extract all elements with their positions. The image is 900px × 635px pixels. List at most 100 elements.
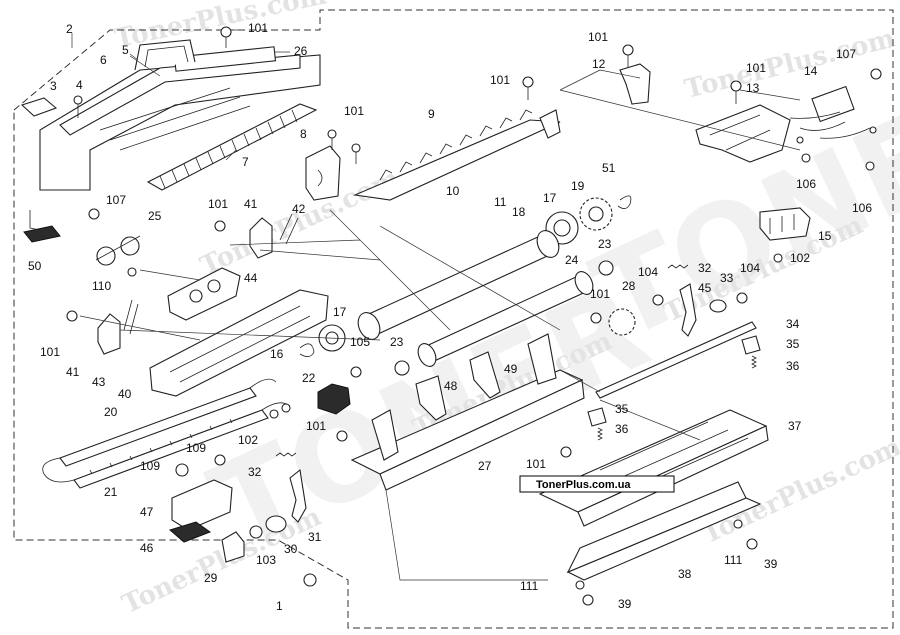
callout-101-f: 101 — [208, 197, 228, 211]
callout-46: 46 — [140, 541, 154, 555]
callout-3: 3 — [50, 79, 57, 93]
callout-106-b: 106 — [852, 201, 872, 215]
part-36-spring-top — [751, 355, 757, 369]
part-48 — [415, 375, 447, 421]
callout-111-a: 111 — [520, 579, 539, 593]
callout-24: 24 — [565, 253, 579, 267]
callout-102-b: 102 — [238, 433, 258, 447]
part-51-clip — [617, 195, 632, 209]
callout-21: 21 — [104, 485, 118, 499]
callout-51: 51 — [602, 161, 616, 175]
part-43-wire — [123, 299, 139, 335]
part-3 — [20, 97, 58, 117]
callout-107-a: 107 — [836, 47, 856, 61]
watermark-brand-5: TonerPlus.com — [118, 502, 326, 620]
part-34-roller — [595, 321, 757, 399]
part-14-connector — [789, 85, 877, 144]
callout-16: 16 — [270, 347, 284, 361]
watermark-brand-7: TonerPlus.com — [196, 163, 404, 281]
callout-44: 44 — [244, 271, 258, 285]
callout-106-a: 106 — [796, 177, 816, 191]
part-103 — [249, 525, 263, 539]
callout-13: 13 — [746, 81, 760, 95]
part-9-rail — [352, 109, 561, 201]
assembly-boundary-frame — [13, 9, 894, 629]
callout-101-d: 101 — [588, 30, 608, 44]
callout-50: 50 — [28, 259, 42, 273]
callout-45: 45 — [698, 281, 712, 295]
part-29 — [221, 531, 245, 563]
callout-36-b: 36 — [615, 422, 629, 436]
callout-27: 27 — [478, 459, 492, 473]
callout-32-a: 32 — [698, 261, 712, 275]
part-42-wire — [279, 213, 299, 245]
part-41-top — [249, 217, 273, 259]
callout-25: 25 — [148, 209, 162, 223]
callout-17-a: 17 — [543, 191, 557, 205]
callout-101-j: 101 — [526, 457, 546, 471]
callout-104-a: 104 — [638, 265, 658, 279]
callout-labels: 2 3 4 5 6 101 26 7 8 101 9 101 101 12 10… — [28, 21, 872, 613]
callout-19: 19 — [571, 179, 585, 193]
callout-29: 29 — [204, 571, 218, 585]
part-23-bearing-top — [598, 260, 614, 276]
callout-35-b: 35 — [615, 402, 629, 416]
callout-35-a: 35 — [786, 337, 800, 351]
callout-20: 20 — [104, 405, 118, 419]
callout-101-i: 101 — [306, 419, 326, 433]
callout-103: 103 — [256, 553, 276, 567]
callout-48: 48 — [444, 379, 458, 393]
callout-109-b: 109 — [140, 459, 160, 473]
part-41-bottom — [97, 313, 121, 355]
callout-2: 2 — [66, 22, 73, 36]
callout-41-b: 41 — [66, 365, 80, 379]
callout-7: 7 — [242, 155, 249, 169]
callout-101-a: 101 — [248, 21, 268, 35]
part-36-spring-bottom — [597, 427, 603, 441]
callout-101-c: 101 — [490, 73, 510, 87]
part-104-left — [652, 294, 664, 306]
part-32-spring-top — [667, 264, 689, 269]
part-44-holder — [167, 267, 241, 321]
screws — [66, 26, 882, 606]
callout-47: 47 — [140, 505, 154, 519]
part-35-bushing-bottom — [587, 407, 607, 427]
callout-109-a: 109 — [186, 441, 206, 455]
part-13 — [695, 104, 791, 163]
part-49 — [469, 351, 501, 399]
part-45-arm — [679, 283, 697, 337]
part-12 — [619, 63, 651, 105]
callout-18: 18 — [512, 205, 526, 219]
part-27-lower-frame — [350, 333, 585, 491]
callout-30: 30 — [284, 542, 298, 556]
upper-cover-assembly — [39, 39, 321, 191]
callout-33: 33 — [720, 271, 734, 285]
callout-110: 110 — [92, 279, 111, 293]
part-24-pressure-roller — [417, 271, 594, 367]
callout-36-a: 36 — [786, 359, 800, 373]
callout-101-h: 101 — [40, 345, 60, 359]
part-8 — [305, 145, 341, 201]
part-15 — [759, 207, 811, 241]
callout-101-e: 101 — [746, 61, 766, 75]
callout-11: 11 — [494, 195, 507, 209]
part-22 — [317, 383, 351, 415]
part-23-bearing-bottom — [394, 360, 410, 376]
callout-22: 22 — [302, 371, 316, 385]
callout-31: 31 — [308, 530, 322, 544]
part-40-frame — [149, 289, 329, 397]
part-31 — [289, 468, 307, 523]
callout-107-b: 107 — [106, 193, 126, 207]
callout-5: 5 — [122, 43, 129, 57]
callout-9: 9 — [428, 107, 435, 121]
callout-28: 28 — [622, 279, 636, 293]
callout-1: 1 — [276, 599, 283, 613]
callout-34: 34 — [786, 317, 800, 331]
callout-40: 40 — [118, 387, 132, 401]
callout-17-b: 17 — [333, 305, 347, 319]
callout-39-b: 39 — [764, 557, 778, 571]
callout-15: 15 — [818, 229, 832, 243]
callout-42: 42 — [292, 202, 306, 216]
leader-lines — [71, 29, 801, 581]
